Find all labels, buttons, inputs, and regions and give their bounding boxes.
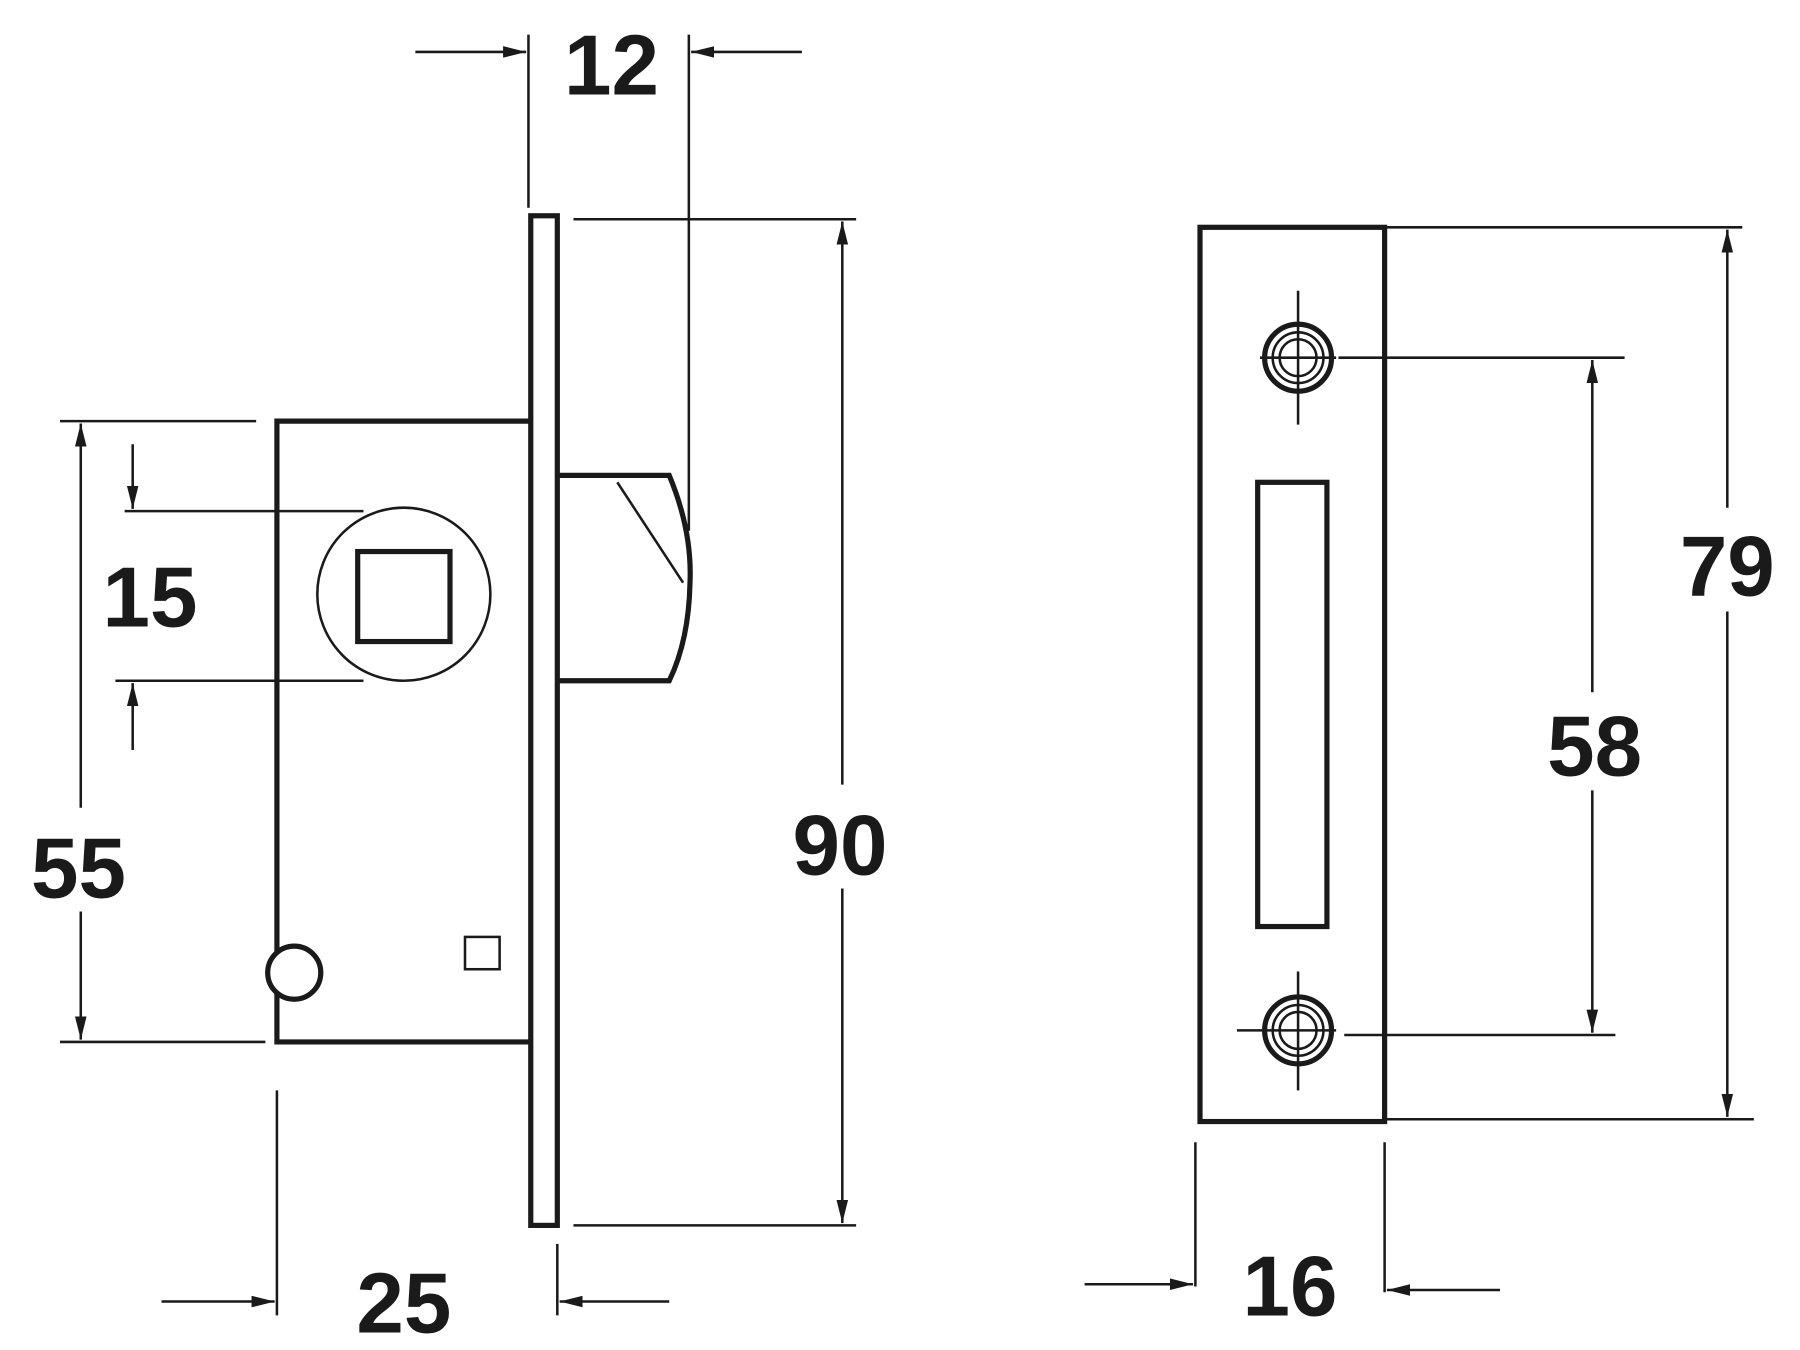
dimension-58: 58 xyxy=(1338,356,1642,1037)
dimension-25: 25 xyxy=(161,1090,670,1350)
dimension-label-55: 55 xyxy=(31,822,126,917)
spindle-square-hole xyxy=(355,548,453,645)
dimension-16: 16 xyxy=(1084,1142,1500,1334)
dimension-label-58: 58 xyxy=(1547,699,1642,794)
dimension-55: 55 xyxy=(31,419,266,1044)
dimension-79: 79 xyxy=(1384,226,1775,1121)
dimension-label-12: 12 xyxy=(564,19,659,114)
tubular-latch-drawing xyxy=(265,213,693,1228)
latch-bolt-bevel xyxy=(616,481,685,584)
dimension-label-16: 16 xyxy=(1243,1239,1338,1334)
spindle-hub xyxy=(316,506,492,683)
fixing-hole xyxy=(265,943,324,1002)
screw-hole-top xyxy=(1260,290,1337,425)
small-square-hole xyxy=(463,935,501,971)
dimension-12: 12 xyxy=(415,19,802,531)
dimension-label-25: 25 xyxy=(356,1257,451,1350)
strike-plate-drawing xyxy=(1197,224,1388,1125)
dimension-label-79: 79 xyxy=(1680,519,1775,614)
latch-bolt xyxy=(557,472,693,684)
dimension-label-90: 90 xyxy=(793,799,888,894)
screw-hole-bottom xyxy=(1236,971,1337,1091)
dimension-15: 15 xyxy=(103,444,364,750)
strike-plate-outline xyxy=(1197,224,1388,1125)
latch-faceplate xyxy=(528,213,560,1228)
dimension-label-15: 15 xyxy=(103,551,198,646)
latch-case xyxy=(274,418,531,1045)
dimension-90: 90 xyxy=(573,217,888,1227)
strike-slot xyxy=(1255,479,1330,930)
